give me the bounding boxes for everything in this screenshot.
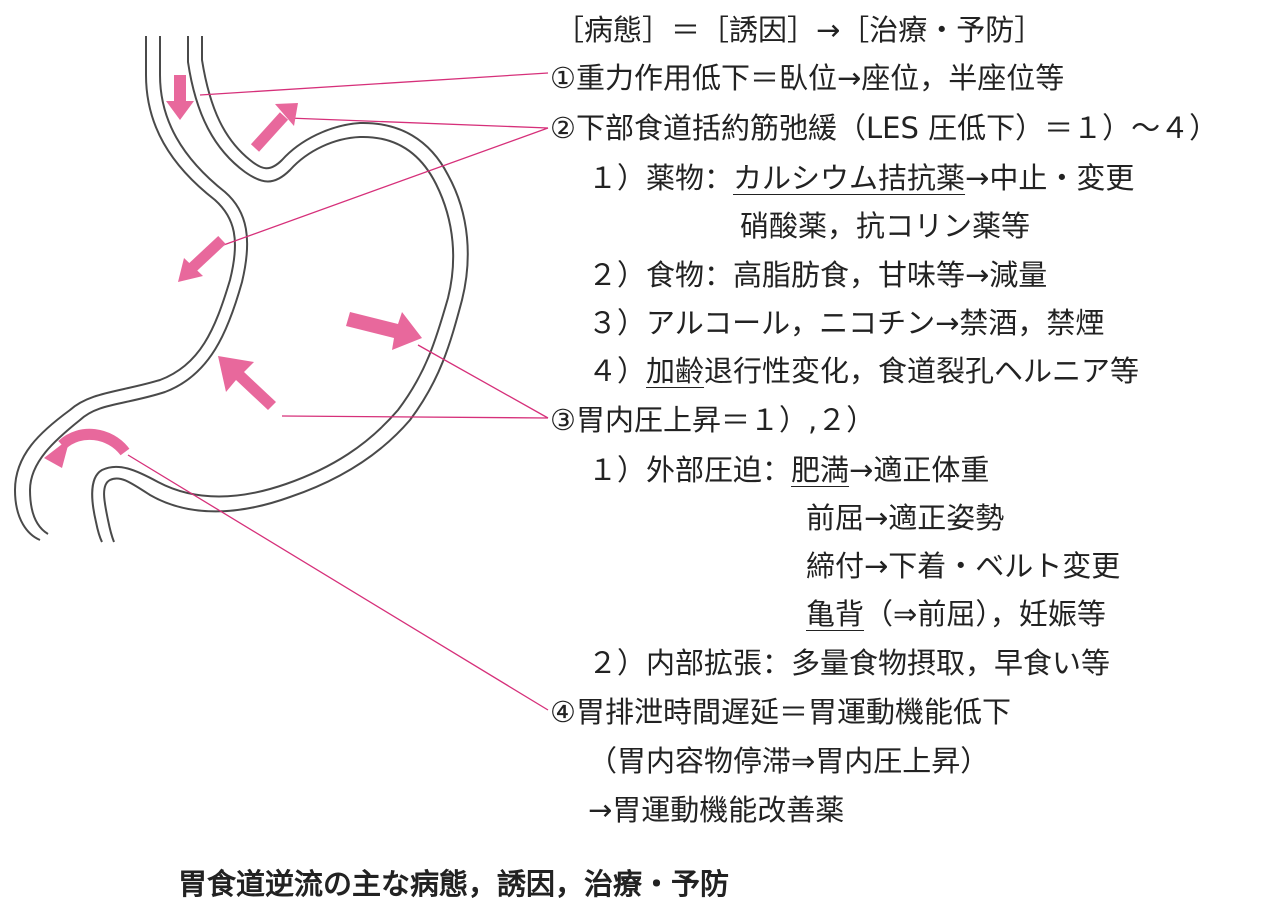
item-2-sub-4-suffix: 退行性変化，食道裂孔ヘルニア等 bbox=[704, 354, 1140, 388]
arrow-intragastric-up bbox=[218, 356, 276, 410]
item-4-emptying: ④胃排泄時間遅延＝胃運動機能低下 bbox=[550, 695, 1011, 729]
item-3-sub-1-a-underlined: 肥満 bbox=[791, 453, 850, 487]
item-4-line2: （胃内容物停滞⇒胃内圧上昇） bbox=[588, 744, 990, 778]
leader-lines bbox=[127, 72, 549, 711]
item-3-sub-1-b: 前屈→適正姿勢 bbox=[806, 501, 1005, 535]
item-1-gravity: ①重力作用低下＝臥位→座位，半座位等 bbox=[550, 61, 1065, 95]
arrow-gravity bbox=[166, 75, 194, 120]
item-2-sub-4-underlined: 加齢 bbox=[646, 354, 705, 388]
item-2-sub-1-line2: 硝酸薬，抗コリン薬等 bbox=[740, 209, 1031, 243]
header-formula: ［病態］＝［誘因］→［治療・予防］ bbox=[555, 13, 1044, 47]
item-3-sub-1-d: 亀背（⇒前屈），妊娠等 bbox=[806, 594, 1106, 634]
item-2-sub-1-underlined: カルシウム拮抗薬 bbox=[733, 161, 966, 195]
item-2-sub-1-prefix: １）薬物： bbox=[588, 161, 734, 195]
pressure-arrows bbox=[44, 75, 422, 468]
item-2-sub-1-suffix: →中止・変更 bbox=[965, 161, 1135, 195]
item-3-sub-1-a-suffix: →適正体重 bbox=[849, 453, 990, 487]
item-4-line3: →胃運動機能改善薬 bbox=[588, 793, 845, 827]
item-2-sub-1: １）薬物：カルシウム拮抗薬→中止・変更 bbox=[588, 158, 1134, 198]
item-2-sub-4-prefix: ４） bbox=[588, 354, 647, 388]
item-3-intragastric: ③胃内圧上昇＝１）,２） bbox=[550, 403, 876, 437]
arrow-les-down bbox=[178, 235, 226, 282]
item-3-sub-2: ２）内部拡張：多量食物摂取，早食い等 bbox=[588, 646, 1111, 680]
arrow-pylorus-curve bbox=[44, 428, 130, 468]
item-3-sub-1: １）外部圧迫：肥満→適正体重 bbox=[588, 450, 989, 490]
item-2-les: ②下部食道括約筋弛緩（LES 圧低下）＝１）～４） bbox=[550, 111, 1219, 145]
item-3-sub-1-d-underlined: 亀背 bbox=[806, 597, 865, 631]
stomach-outline bbox=[13, 36, 469, 543]
item-2-sub-3: ３）アルコール，ニコチン→禁酒，禁煙 bbox=[588, 306, 1105, 340]
figure-caption: 胃食道逆流の主な病態，誘因，治療・予防 bbox=[178, 867, 730, 901]
arrow-les-up bbox=[250, 103, 298, 152]
item-2-sub-4: ４）加齢退行性変化，食道裂孔ヘルニア等 bbox=[588, 351, 1139, 391]
item-3-sub-1-d-suffix: （⇒前屈），妊娠等 bbox=[864, 597, 1106, 631]
item-3-sub-1-c: 締付→下着・ベルト変更 bbox=[806, 549, 1121, 583]
arrow-intragastric-right bbox=[346, 312, 422, 350]
item-2-sub-2: ２）食物：高脂肪食，甘味等→減量 bbox=[588, 258, 1048, 292]
item-3-sub-1-prefix: １）外部圧迫： bbox=[588, 453, 792, 487]
